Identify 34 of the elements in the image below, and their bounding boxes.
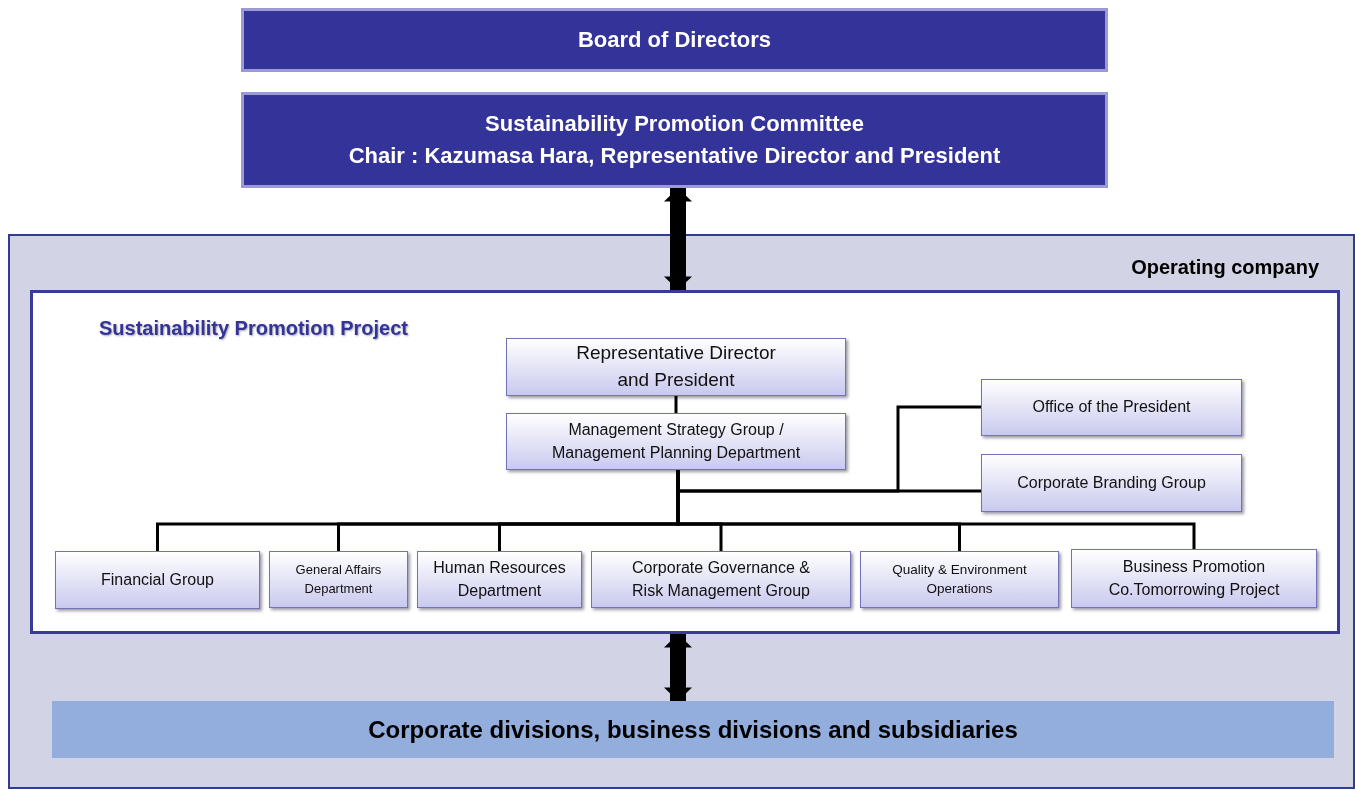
- box-label: Financial Group: [101, 569, 214, 590]
- box-label: Human Resources Department: [432, 558, 567, 601]
- department-box: [55, 551, 260, 609]
- box-label: Business Promotion Co.Tomorrowing Project: [1107, 557, 1281, 600]
- company-panel: [8, 234, 1355, 789]
- connector-line: [674, 396, 678, 413]
- department-box: [981, 379, 1242, 436]
- panel-heading: Operating company: [1131, 256, 1319, 279]
- divisions-band: [52, 701, 1334, 758]
- box-label: Corporate divisions, business divisions and subsidiaries: [368, 715, 1018, 744]
- box-label: Sustainability Promotion Committee: [485, 111, 864, 137]
- project-panel: [30, 290, 1340, 634]
- department-box: [506, 413, 846, 470]
- panel-heading: Sustainability Promotion Project: [99, 317, 408, 340]
- box-label: Representative Director and President: [575, 341, 777, 392]
- department-box: [417, 551, 582, 608]
- box-label: Board of Directors: [577, 27, 772, 53]
- department-box: [1071, 549, 1317, 608]
- box-label: Corporate Governance & Risk Management Group: [631, 558, 811, 601]
- double-arrow: [664, 188, 692, 290]
- box-label: General Affairs Department: [294, 561, 383, 598]
- box-label: Management Strategy Group / Management Planning Department: [550, 420, 802, 463]
- box-label: Quality & Environment Operations: [891, 560, 1028, 598]
- department-box: [860, 551, 1059, 608]
- department-box: [269, 551, 408, 608]
- committee-box: [241, 8, 1108, 72]
- department-box: [506, 338, 846, 396]
- committee-box: [241, 92, 1108, 188]
- box-label: Corporate Branding Group: [1017, 472, 1206, 493]
- box-subtitle: Chair : Kazumasa Hara, Representative Director and President: [348, 143, 1001, 169]
- box-label: Office of the President: [1032, 397, 1191, 418]
- department-box: [591, 551, 851, 608]
- double-arrow: [664, 634, 692, 701]
- department-box: [981, 454, 1242, 512]
